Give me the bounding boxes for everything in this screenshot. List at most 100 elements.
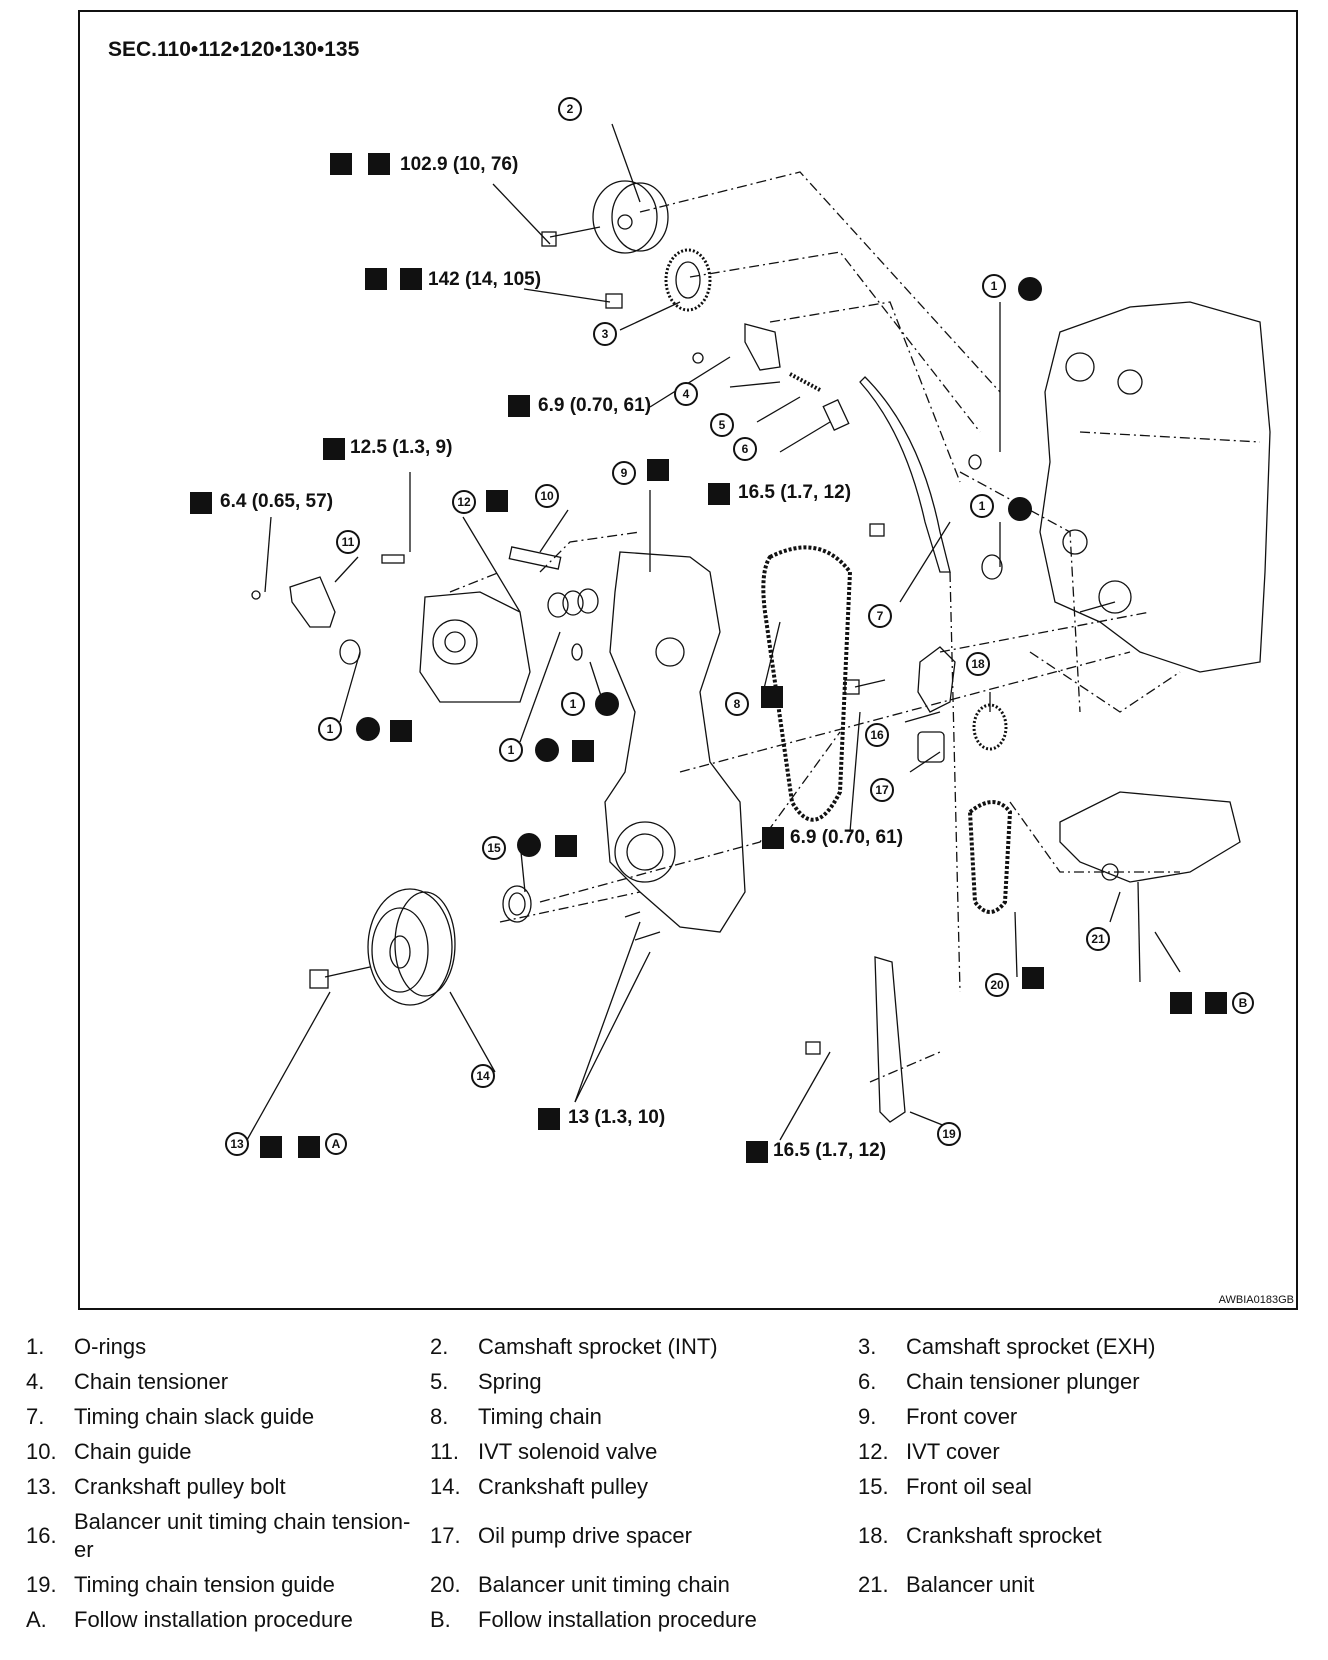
svg-text:1: 1 xyxy=(979,499,986,513)
lubricate-icon xyxy=(365,268,387,290)
do-not-reuse-icon xyxy=(356,717,380,741)
svg-text:4: 4 xyxy=(683,387,690,401)
svg-text:6: 6 xyxy=(742,442,749,456)
svg-text:3: 3 xyxy=(602,327,609,341)
legend-item: 14.Crankshaft pulley xyxy=(430,1474,648,1499)
svg-text:8: 8 xyxy=(734,697,741,711)
svg-text:A: A xyxy=(332,1137,341,1151)
torque-wrench-icon xyxy=(190,492,212,514)
lubricate-icon xyxy=(555,835,577,857)
do-not-reuse-icon xyxy=(1018,277,1042,301)
diagram-frame: SEC.110•112•120•130•135 AWBIA0183GB xyxy=(78,10,1298,1310)
balancer-chain xyxy=(967,800,1013,914)
svg-text:1: 1 xyxy=(991,279,998,293)
legend-item: B.Follow installation procedure xyxy=(430,1607,757,1632)
svg-text:1: 1 xyxy=(327,722,334,736)
legend-item: 18.Crankshaft sprocket xyxy=(858,1523,1102,1548)
svg-text:12: 12 xyxy=(457,495,471,509)
legend-item: 15.Front oil seal xyxy=(858,1474,1032,1499)
do-not-reuse-icon xyxy=(595,692,619,716)
legend-item: 5.Spring xyxy=(430,1369,542,1394)
legend-item: 17.Oil pump drive spacer xyxy=(430,1523,692,1548)
engine-block xyxy=(1039,301,1271,673)
svg-text:7: 7 xyxy=(877,609,884,623)
do-not-reuse-icon xyxy=(1008,497,1032,521)
svg-text:13: 13 xyxy=(230,1137,244,1151)
torque-label: 6.9 (0.70, 61) xyxy=(790,827,903,848)
svg-text:11: 11 xyxy=(342,535,355,549)
ivt-cover-shape xyxy=(419,591,531,703)
torque-wrench-icon xyxy=(400,268,422,290)
svg-text:18: 18 xyxy=(971,657,985,671)
symbol-boxes xyxy=(190,153,1227,1163)
tension-guide xyxy=(874,956,906,1123)
torque-label: 142 (14, 105) xyxy=(428,269,541,290)
legend-item: 1.O-rings xyxy=(26,1334,147,1359)
do-not-reuse-icon xyxy=(535,738,559,762)
torque-wrench-icon xyxy=(538,1108,560,1130)
torque-label: 16.5 (1.7, 12) xyxy=(738,482,851,503)
torque-label: 13 (1.3, 10) xyxy=(568,1107,665,1128)
legend-row: 10.Chain guide 11.IVT solenoid valve 12.… xyxy=(0,1435,1328,1469)
camshaft-sprocket-int xyxy=(541,180,669,254)
legend-item: 13.Crankshaft pulley bolt xyxy=(26,1474,286,1499)
legend-item: 9.Front cover xyxy=(858,1404,1018,1429)
torque-label: 102.9 (10, 76) xyxy=(400,154,518,175)
sealant-icon xyxy=(647,459,669,481)
legend-row: 4.Chain tensioner 5.Spring 6.Chain tensi… xyxy=(0,1365,1328,1399)
legend-item: 10.Chain guide xyxy=(26,1439,192,1464)
legend-item: 16.Balancer unit timing chain tension-er xyxy=(26,1509,411,1562)
torque-wrench-icon xyxy=(298,1136,320,1158)
legend-item: 21.Balancer unit xyxy=(858,1572,1035,1597)
legend-row: 19.Timing chain tension guide 20.Balance… xyxy=(0,1568,1328,1602)
crankshaft-pulley-shape xyxy=(367,888,456,1006)
torque-label: 6.9 (0.70, 61) xyxy=(538,395,651,416)
timing-chain xyxy=(761,545,853,822)
svg-text:14: 14 xyxy=(476,1069,490,1083)
torque-wrench-icon xyxy=(323,438,345,460)
lubricate-icon xyxy=(390,720,412,742)
svg-text:16: 16 xyxy=(870,728,884,742)
legend-item: 3.Camshaft sprocket (EXH) xyxy=(858,1334,1156,1359)
torque-wrench-icon xyxy=(762,827,784,849)
legend-row: 16.Balancer unit timing chain tension-er… xyxy=(0,1508,1328,1564)
torque-wrench-icon xyxy=(508,395,530,417)
legend-row: 1.O-rings 2.Camshaft sprocket (INT) 3.Ca… xyxy=(0,1330,1328,1364)
ivt-valve-shape xyxy=(289,576,336,628)
lubricate-icon xyxy=(1170,992,1192,1014)
torque-wrench-icon xyxy=(746,1141,768,1163)
front-cover-shape xyxy=(604,551,746,933)
torque-wrench-icon xyxy=(1205,992,1227,1014)
svg-text:15: 15 xyxy=(487,841,501,855)
lubricate-icon xyxy=(761,686,783,708)
assembly-lines xyxy=(449,171,1261,1083)
svg-text:1: 1 xyxy=(570,697,577,711)
legend-row: 13.Crankshaft pulley bolt 14.Crankshaft … xyxy=(0,1470,1328,1504)
torque-label: 16.5 (1.7, 12) xyxy=(773,1140,886,1161)
svg-text:B: B xyxy=(1239,996,1248,1010)
torque-wrench-icon xyxy=(708,483,730,505)
legend-item: 4.Chain tensioner xyxy=(26,1369,229,1394)
camshaft-sprocket-exh xyxy=(605,248,712,312)
svg-text:21: 21 xyxy=(1091,932,1105,946)
image-code: AWBIA0183GB xyxy=(1218,1294,1294,1306)
svg-text:20: 20 xyxy=(990,978,1004,992)
torque-label: 6.4 (0.65, 57) xyxy=(220,491,333,512)
legend-item: 20.Balancer unit timing chain xyxy=(430,1572,730,1597)
chain-tensioner xyxy=(692,323,850,432)
slack-guide xyxy=(859,376,951,573)
legend-item: 7.Timing chain slack guide xyxy=(26,1404,315,1429)
legend-item: 6.Chain tensioner plunger xyxy=(858,1369,1140,1394)
lubricate-icon xyxy=(330,153,352,175)
do-not-reuse-icon xyxy=(517,833,541,857)
lubricate-icon xyxy=(260,1136,282,1158)
svg-text:1: 1 xyxy=(508,743,515,757)
legend-row: A.Follow installation procedure B.Follow… xyxy=(0,1603,1328,1637)
svg-text:5: 5 xyxy=(719,418,726,432)
sealant-icon xyxy=(486,490,508,512)
svg-text:2: 2 xyxy=(567,102,574,116)
svg-text:9: 9 xyxy=(621,466,628,480)
svg-text:17: 17 xyxy=(875,783,889,797)
lubricate-icon xyxy=(572,740,594,762)
part-markers xyxy=(225,97,1254,1156)
